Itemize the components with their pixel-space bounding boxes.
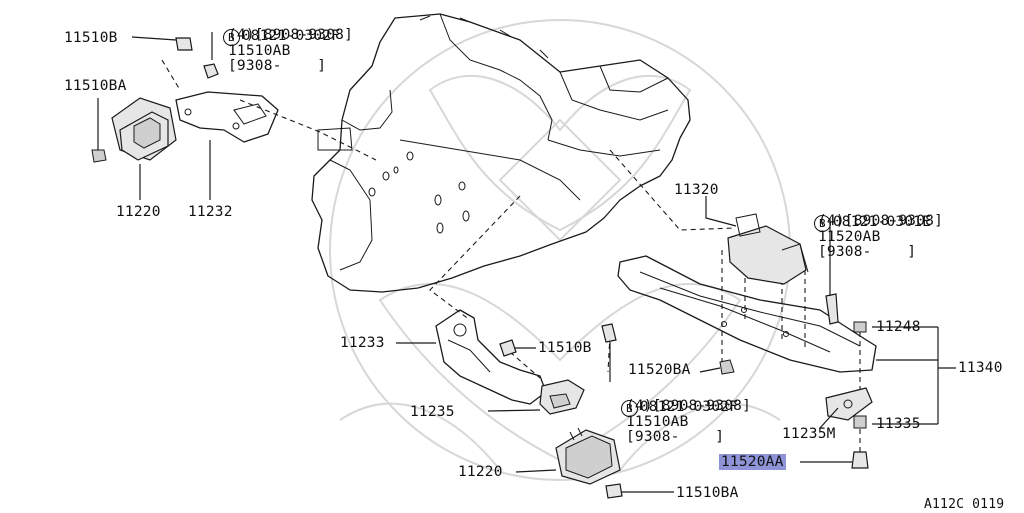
label-11235m: 11235M (782, 426, 836, 442)
label-11510ba-top: 11510BA (64, 78, 127, 94)
label-11510ba-bottom: 11510BA (676, 485, 739, 501)
callout-b-marker: B (813, 215, 831, 232)
upper-left-mount-assembly (91, 37, 279, 163)
bolt-part-number: 08121-0301E (832, 214, 932, 230)
leader-lines (97, 32, 956, 493)
label-11235: 11235 (410, 404, 455, 420)
label-11510b-top: 11510B (64, 30, 118, 46)
label-11232: 11232 (188, 204, 233, 220)
diagram-reference-code: A112C 0119 (924, 497, 1005, 512)
rear-crossmember-assembly (617, 213, 877, 469)
label-11248: 11248 (876, 319, 921, 335)
label-11220-top: 11220 (116, 204, 161, 220)
label-11510ab-bottom: 11510AB (626, 414, 689, 430)
engine-transmission-assembly (311, 13, 691, 293)
label-11520aa-highlighted[interactable]: 11520AA (719, 454, 786, 470)
label-11220-bottom: 11220 (458, 464, 503, 480)
label-11520ab: 11520AB (818, 229, 881, 245)
callout-b-marker: B (620, 400, 638, 417)
label-11340: 11340 (958, 360, 1003, 376)
bolt-part-number: 08121-0302F (639, 399, 739, 415)
callout-b-marker: B (222, 29, 240, 46)
label-11320: 11320 (674, 182, 719, 198)
label-11233: 11233 (340, 335, 385, 351)
label-bolt-qty-bottom: (4)[8908-9308] (626, 398, 752, 414)
bolt-part-number: 08121-0302F (241, 28, 341, 44)
assembly-guide-lines (161, 59, 861, 481)
label-11335: 11335 (876, 416, 921, 432)
label-range-top: [9308- ] (228, 58, 327, 74)
label-bolt-qty-top: (4)[8908-9308] (228, 27, 354, 43)
label-11510b-mid: 11510B (538, 340, 592, 356)
label-11520ba: 11520BA (628, 362, 691, 378)
label-11510ab-top: 11510AB (228, 43, 291, 59)
label-range-bottom: [9308- ] (626, 429, 725, 445)
label-range-right: [9308- ] (818, 244, 917, 260)
label-bolt-qty-right: (4)[8908-9308] (818, 213, 944, 229)
lower-mount-assembly (435, 309, 623, 499)
